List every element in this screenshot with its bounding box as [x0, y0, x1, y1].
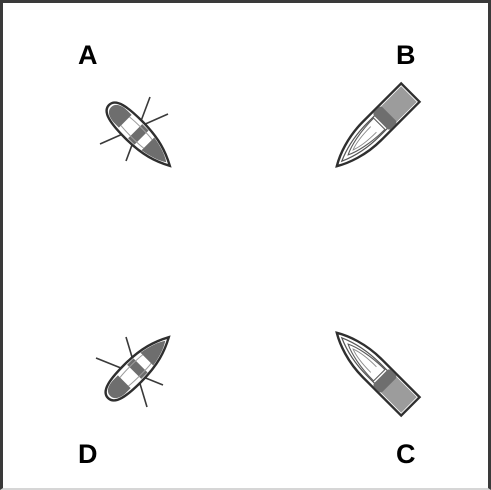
vessel-b [326, 82, 421, 177]
label-a: A [78, 40, 98, 70]
label-d: D [78, 439, 98, 469]
vessel-a-hull [99, 95, 180, 176]
label-c: C [396, 439, 416, 469]
vessel-d-hull [98, 327, 179, 408]
vessel-d [95, 327, 179, 408]
vessel-a [99, 95, 180, 176]
vessel-c [326, 322, 421, 417]
label-b: B [396, 40, 416, 70]
